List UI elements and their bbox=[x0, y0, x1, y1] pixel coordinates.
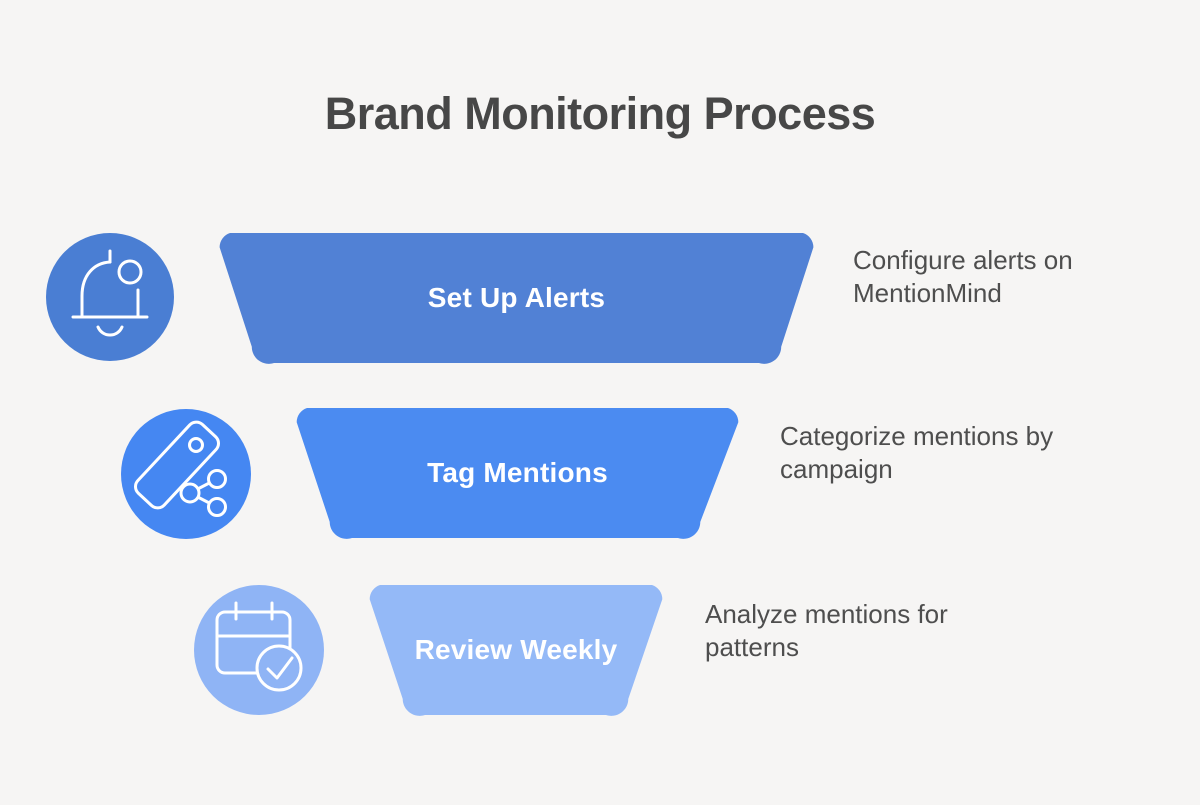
calendar-check-icon bbox=[194, 585, 324, 715]
funnel-step-3 bbox=[369, 585, 663, 716]
page-title: Brand Monitoring Process bbox=[324, 88, 876, 139]
step-1-label: Set Up Alerts bbox=[427, 282, 606, 313]
step-1-icon-circle bbox=[46, 233, 174, 361]
step-3-description: Analyze mentions for patterns bbox=[705, 599, 948, 662]
funnel-step-1 bbox=[219, 233, 814, 364]
step-3-icon-circle bbox=[194, 585, 324, 715]
funnel-step-2 bbox=[296, 408, 739, 539]
step-3-label: Review Weekly bbox=[414, 634, 618, 665]
tag-share-icon bbox=[121, 409, 251, 539]
step-2-label: Tag Mentions bbox=[427, 457, 608, 488]
step-1-description: Configure alerts on MentionMind bbox=[853, 245, 1073, 308]
bell-notification-icon bbox=[46, 233, 174, 361]
step-2-description: Categorize mentions by campaign bbox=[780, 421, 1054, 484]
